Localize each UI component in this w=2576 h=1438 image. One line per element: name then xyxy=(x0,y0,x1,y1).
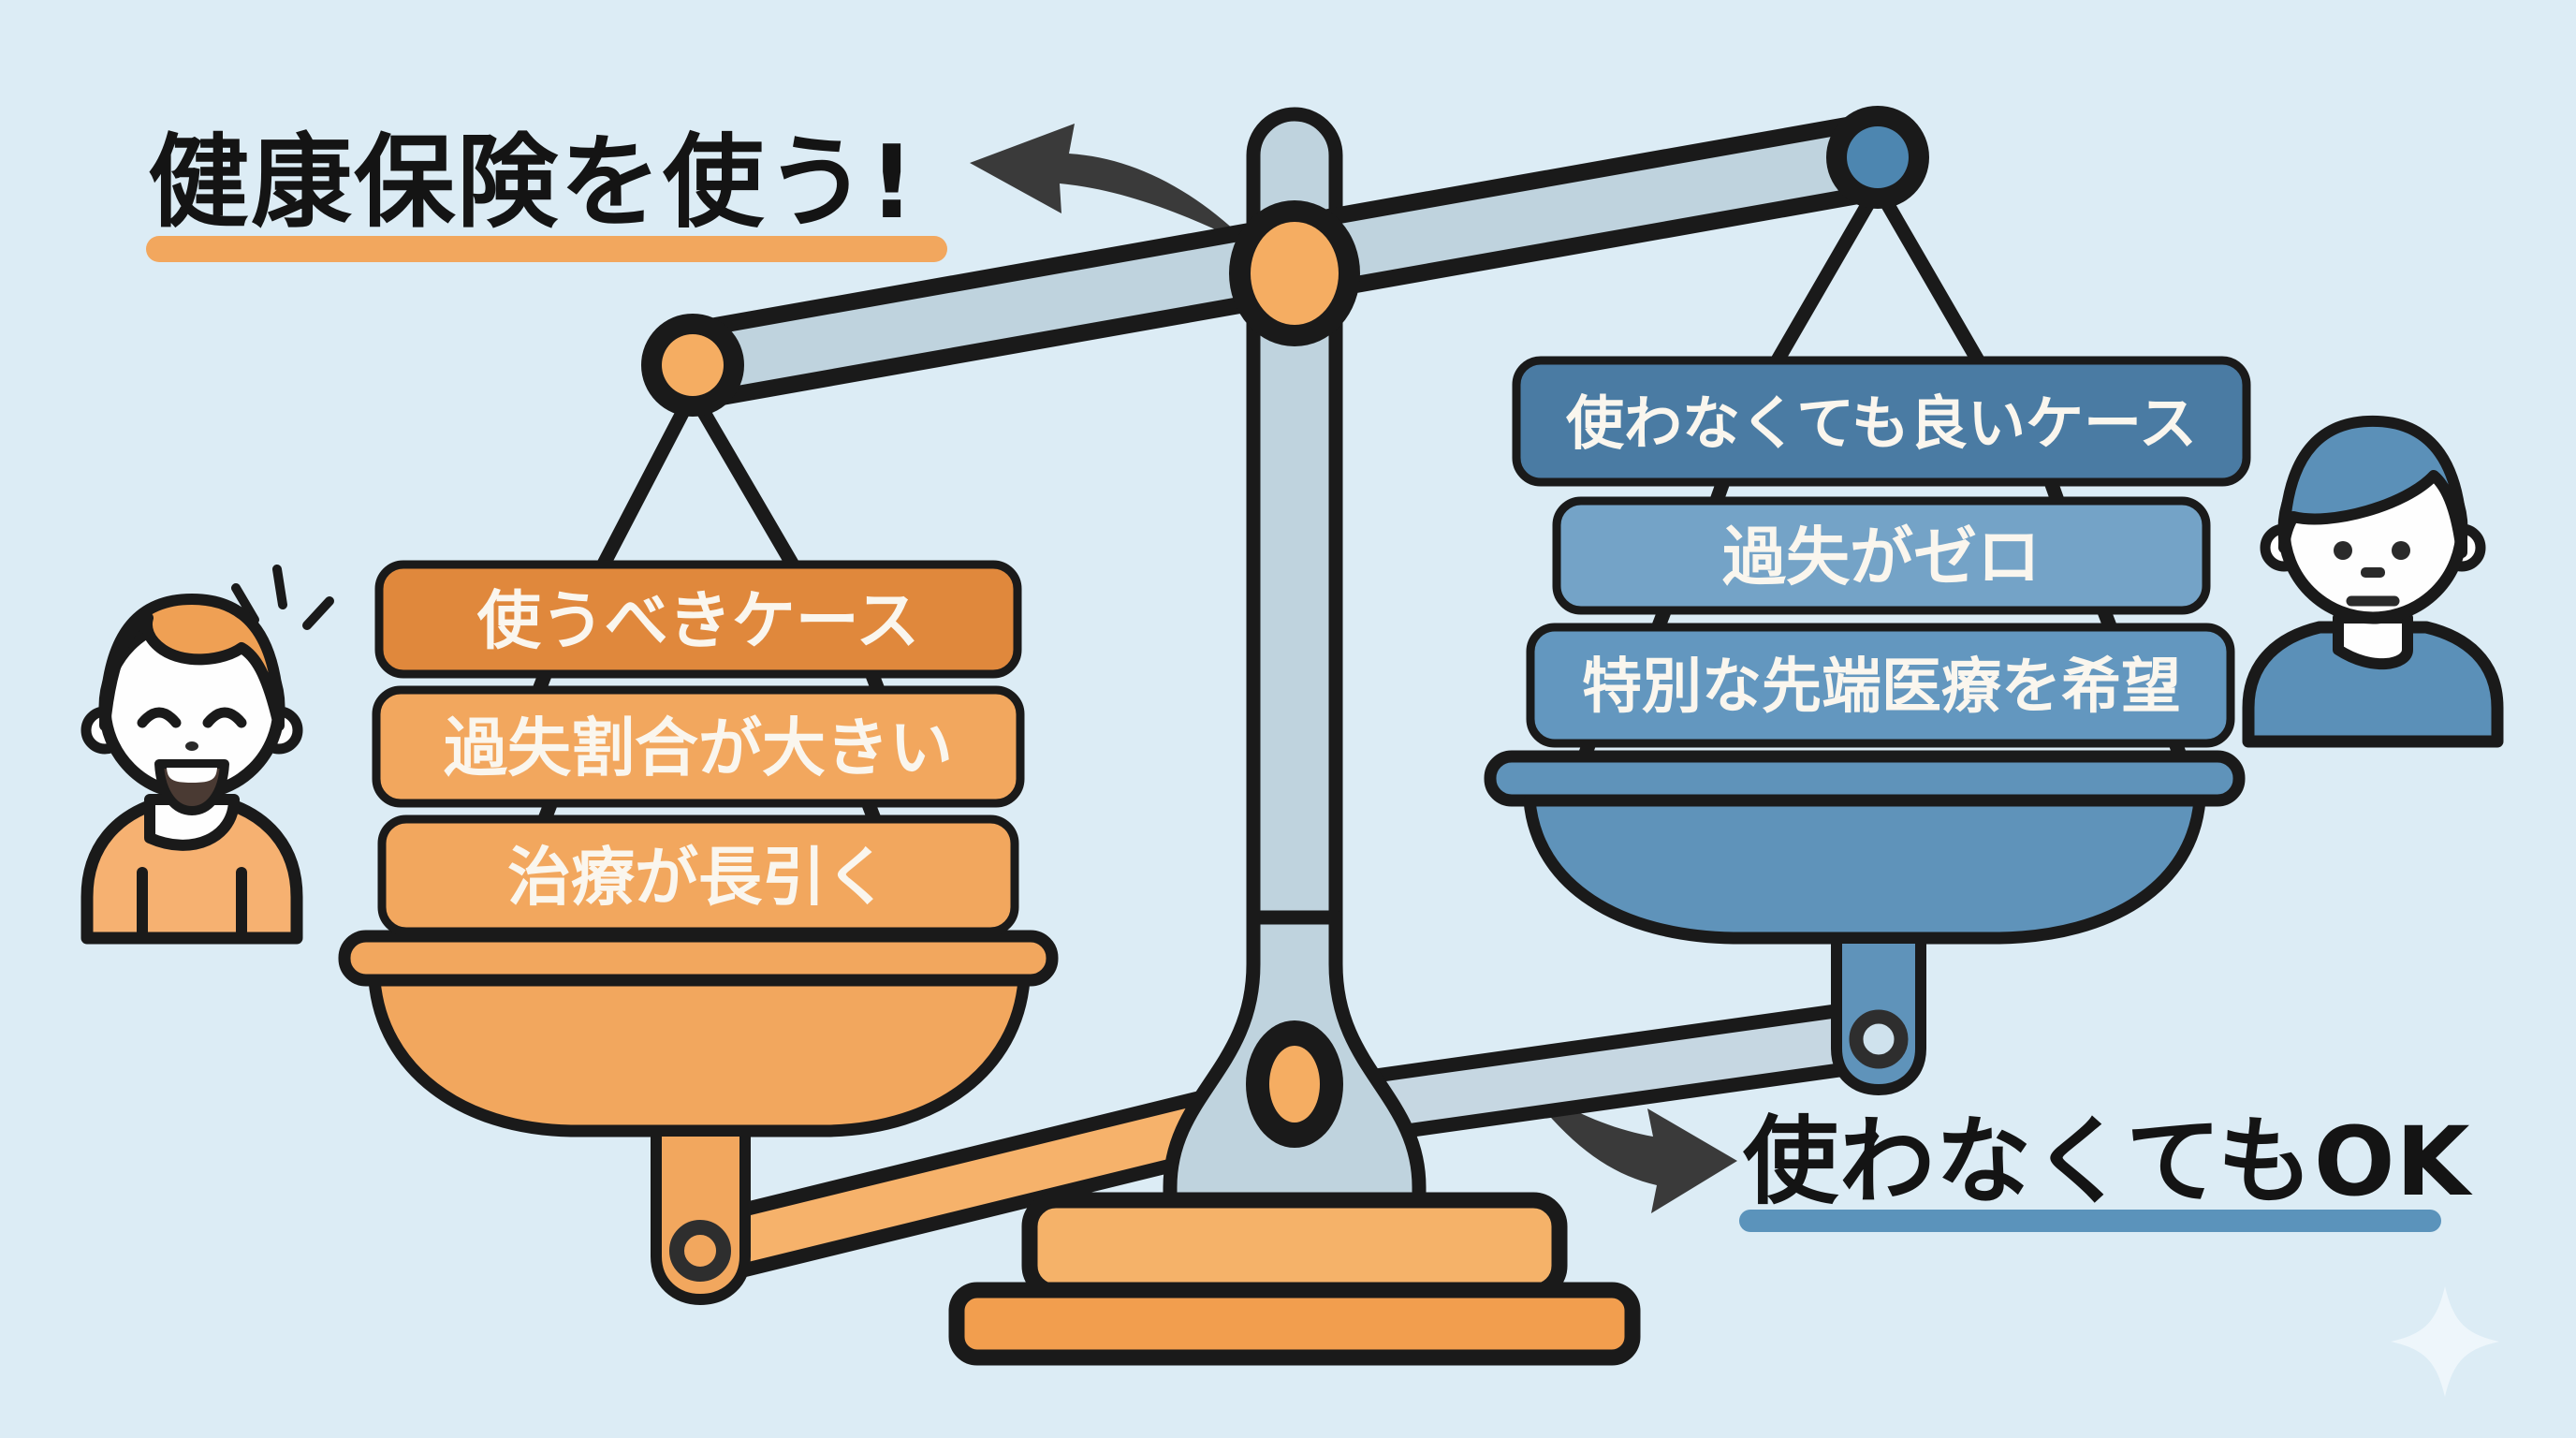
happy-person-icon xyxy=(80,565,334,945)
right-label-3: 特別な先端医療を希望 xyxy=(1526,623,2235,748)
title-block: 健康保険を使う! xyxy=(146,125,947,262)
left-pan-hole xyxy=(669,1220,731,1282)
conclusion-text: 使わなくてもOK xyxy=(1743,1107,2474,1218)
right-pan-rim xyxy=(1484,750,2246,807)
neutral-person-icon xyxy=(2242,415,2504,748)
right-pan xyxy=(1484,750,2246,1096)
conclusion-underline xyxy=(1739,1210,2441,1232)
right-person-body xyxy=(2242,621,2504,748)
left-pan xyxy=(338,930,1059,1306)
right-pan-bowl xyxy=(1523,794,2206,945)
curved-arrow-up-left-icon xyxy=(970,124,1252,247)
center-pivot xyxy=(1229,200,1360,346)
left-beam-knob xyxy=(641,314,744,417)
sparkle-star-icon xyxy=(2391,1286,2499,1397)
title-underline xyxy=(146,236,947,262)
right-label-1: 使わなくても良いケース xyxy=(1512,356,2251,487)
right-beam-knob xyxy=(1826,106,1929,209)
base-top-tier xyxy=(1021,1192,1568,1300)
sparkle-lines-icon xyxy=(231,565,334,630)
scale-base xyxy=(948,1192,1641,1366)
right-label-2: 過失がゼロ xyxy=(1552,496,2211,615)
left-pan-rim xyxy=(338,930,1059,987)
right-person-neck xyxy=(2333,612,2413,669)
left-label-1-text: 使うべきケース xyxy=(477,585,920,659)
left-person-neck xyxy=(144,794,240,851)
left-pan-bowl xyxy=(368,974,1031,1137)
right-person-hair xyxy=(2278,415,2468,558)
base-bottom-tier xyxy=(948,1282,1641,1366)
left-label-2: 過失割合が大きい xyxy=(372,685,1025,808)
conclusion-block: 使わなくてもOK xyxy=(1739,1107,2474,1232)
left-label-3: 治療が長引く xyxy=(377,814,1019,936)
left-person-hair xyxy=(99,594,285,731)
right-label-1-text: 使わなくても良いケース xyxy=(1566,389,2197,458)
right-label-3-text: 特別な先端医療を希望 xyxy=(1582,653,2181,722)
page-title: 健康保険を使う! xyxy=(148,125,916,242)
lower-pivot xyxy=(1246,1020,1343,1148)
left-person-eyes xyxy=(137,707,247,728)
left-label-3-text: 治療が長引く xyxy=(507,842,889,916)
left-label-2-text: 過失割合が大きい xyxy=(444,712,953,786)
right-pan-hole xyxy=(1849,1009,1909,1069)
left-label-1: 使うべきケース xyxy=(374,560,1022,679)
right-label-2-text: 過失がゼロ xyxy=(1722,521,2041,595)
right-lower-arm xyxy=(1278,1001,1897,1151)
